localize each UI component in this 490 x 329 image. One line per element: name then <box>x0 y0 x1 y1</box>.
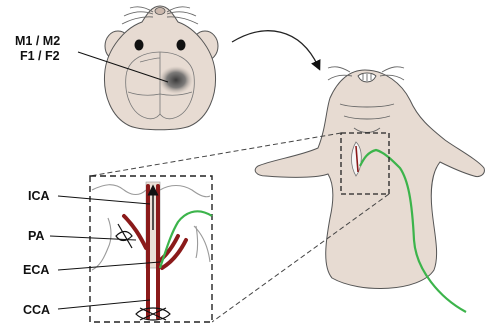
sequence-arrow <box>232 31 318 66</box>
label-pa: PA <box>28 229 44 243</box>
label-cortex-m1-m2: M1 / M2 <box>15 34 60 48</box>
nose <box>155 8 165 15</box>
right-eye <box>177 40 186 51</box>
label-cca: CCA <box>23 303 50 317</box>
mouse-body-ventral <box>255 67 484 312</box>
label-cortex-f1-f2: F1 / F2 <box>20 49 60 63</box>
cortex-target-spot <box>159 66 193 94</box>
body-outline <box>255 70 484 288</box>
mouse-head-dorsal <box>104 6 218 130</box>
label-ica: ICA <box>28 189 50 203</box>
label-eca: ECA <box>23 263 49 277</box>
left-eye <box>135 40 144 51</box>
zoom-inset <box>90 176 212 322</box>
